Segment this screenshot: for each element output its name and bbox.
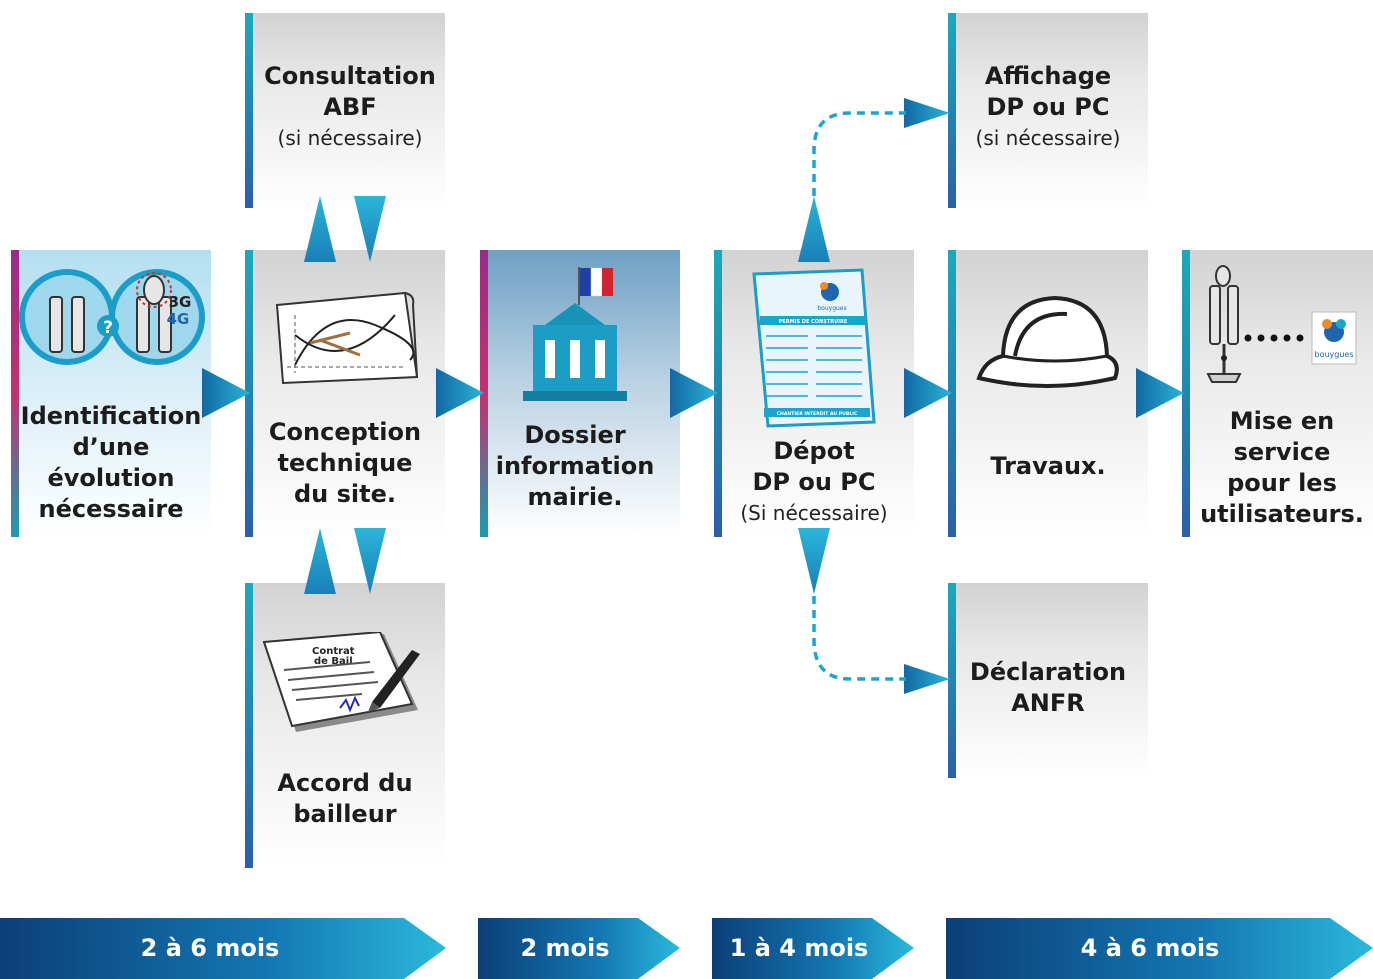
timeline-segment-3: [712, 918, 914, 979]
consultation-note: (si nécessaire): [277, 126, 423, 150]
timeline-label-3: 1 à 4 mois: [729, 934, 869, 962]
arrow-down-depot: [798, 528, 830, 594]
dashed-link-declaration: [812, 596, 906, 681]
arrow-right-4: [904, 368, 952, 418]
arrow-down-consultation: [354, 196, 386, 262]
blueprint-icon: [275, 291, 419, 385]
arrow-up-consultation: [304, 196, 336, 262]
affichage-note: (si nécessaire): [975, 126, 1121, 150]
timeline-segment-4: [946, 918, 1373, 979]
card-consultation: [245, 13, 445, 208]
timeline-labels: 2 à 6 mois 2 mois 1 à 4 mois 4 à 6 mois: [0, 918, 1373, 979]
arrow-up-accord: [304, 528, 336, 594]
timeline-band: [0, 918, 1373, 979]
timeline-label-1: 2 à 6 mois: [140, 934, 280, 962]
dashed-link-affichage: [812, 111, 906, 196]
contract-heading-1: Contrat: [312, 646, 355, 657]
lease-contract-icon: Contrat de Bail: [262, 632, 420, 732]
card-accord: [245, 583, 445, 868]
depot-note: (Si nécessaire): [740, 501, 888, 525]
french-flag-blue: [580, 268, 591, 296]
antenna-bouygues-icon: bouygues: [1206, 265, 1357, 383]
contract-heading-2: de Bail: [314, 656, 353, 667]
badge-3g: 3G: [169, 293, 192, 311]
building-permit-document-icon: bouygues PERMIS DE CONSTRUIRE CHANTIER I…: [752, 268, 876, 428]
arrow-right-2: [436, 368, 484, 418]
antenna-upgrade-icon: ? 3G 4G: [19, 269, 205, 365]
town-hall-icon: [523, 267, 627, 401]
brand-label-2: bouygues: [1314, 350, 1353, 359]
arrow-down-accord: [354, 528, 386, 594]
arrow-dashed-head-up: [904, 98, 950, 128]
arrow-right-1: [202, 368, 250, 418]
arrow-dashed-head-down: [904, 664, 950, 694]
label-travaux: Travaux.: [990, 452, 1106, 480]
arrow-right-5: [1136, 368, 1184, 418]
arrow-right-3: [670, 368, 718, 418]
connectors: [202, 98, 1184, 694]
permit-heading: PERMIS DE CONSTRUIRE: [779, 319, 848, 325]
timeline-segment-1: [0, 918, 446, 979]
question-mark-icon: ?: [103, 318, 113, 338]
brand-label: bouygues: [817, 305, 846, 312]
timeline-segment-2: [478, 918, 680, 979]
timeline-label-2: 2 mois: [520, 934, 610, 962]
badge-4g: 4G: [167, 310, 190, 328]
timeline-label-4: 4 à 6 mois: [1080, 934, 1220, 962]
card-declaration: [948, 583, 1148, 778]
arrow-up-depot: [798, 196, 830, 262]
hard-hat-icon: [976, 295, 1119, 388]
permit-footer: CHANTIER INTERDIT AU PUBLIC: [777, 411, 858, 417]
card-affichage: [948, 13, 1148, 208]
